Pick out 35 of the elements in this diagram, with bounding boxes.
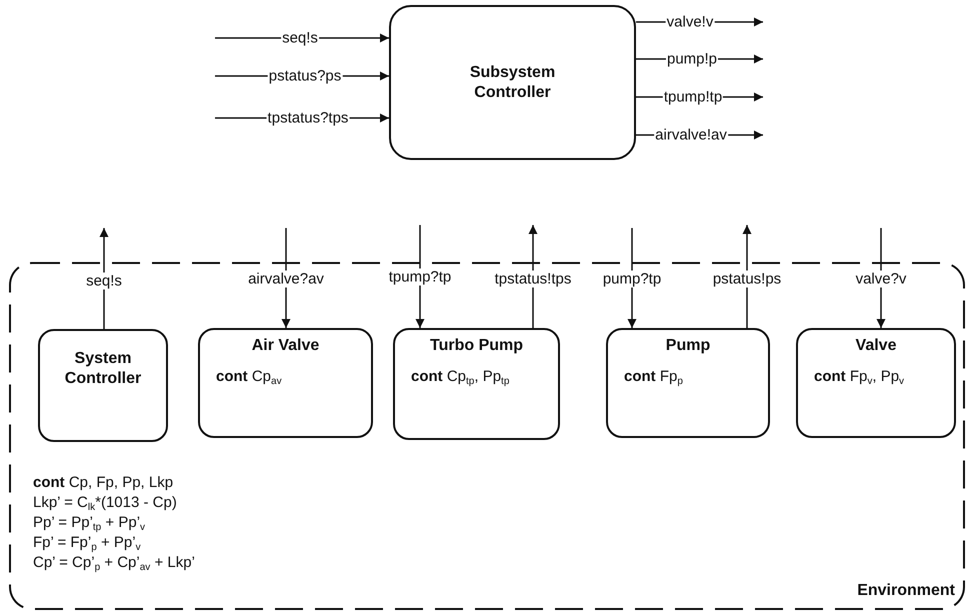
- equation: Fp’ = Fp’$_{p}$ + Pp’$_{v}$: [33, 534, 141, 553]
- edge-label: pump?tp: [602, 270, 662, 288]
- edge-label: tpump!tp: [662, 88, 724, 106]
- process-box: [393, 328, 560, 440]
- edge-label: pump!p: [666, 50, 718, 68]
- process-box: [198, 328, 373, 438]
- controller-box: [389, 5, 636, 160]
- edge-label: seq!s: [281, 30, 319, 46]
- equation: Lkp’ = C$_{lk}$*(1013 - Cp): [33, 494, 177, 513]
- process-box: [38, 329, 168, 442]
- box-title: System Controller: [64, 349, 142, 389]
- edge-label: pstatus!ps: [712, 270, 782, 288]
- edge-label: pstatus?ps: [268, 68, 342, 84]
- box-title: Turbo Pump: [428, 336, 524, 356]
- edge-label: tpstatus!tps: [494, 270, 572, 288]
- box-title: Subsystem Controller: [468, 63, 556, 103]
- edge-label: seq!s: [85, 272, 123, 290]
- region-title: Environment: [857, 582, 955, 600]
- equation: Cp’ = Cp’$_{p}$ + Cp’$_{av}$ + Lkp’: [33, 554, 195, 573]
- variable-declaration: cont Fp$_{v}$, Pp$_{v}$: [814, 368, 904, 387]
- box-title: Air Valve: [250, 336, 320, 356]
- variable-declaration: cont Cp$_{av}$: [216, 368, 282, 387]
- edge-label: airvalve?av: [247, 270, 325, 288]
- edge-label: tpstatus?tps: [266, 110, 350, 126]
- equation: Pp’ = Pp’$_{tp}$ + Pp’$_{v}$: [33, 514, 146, 533]
- variable-declaration: cont Fp$_{p}$: [624, 368, 683, 387]
- edge-label: tpump?tp: [388, 268, 452, 286]
- environment-region: [9, 262, 965, 610]
- box-title: Valve: [854, 336, 898, 356]
- variable-declaration: cont Cp$_{tp}$, Pp$_{tp}$: [411, 368, 510, 387]
- box-title: Pump: [664, 336, 712, 356]
- process-box: [606, 328, 770, 438]
- equation: cont Cp, Fp, Pp, Lkp: [33, 474, 174, 491]
- edge-label: valve?v: [854, 270, 908, 288]
- process-box: [796, 328, 956, 438]
